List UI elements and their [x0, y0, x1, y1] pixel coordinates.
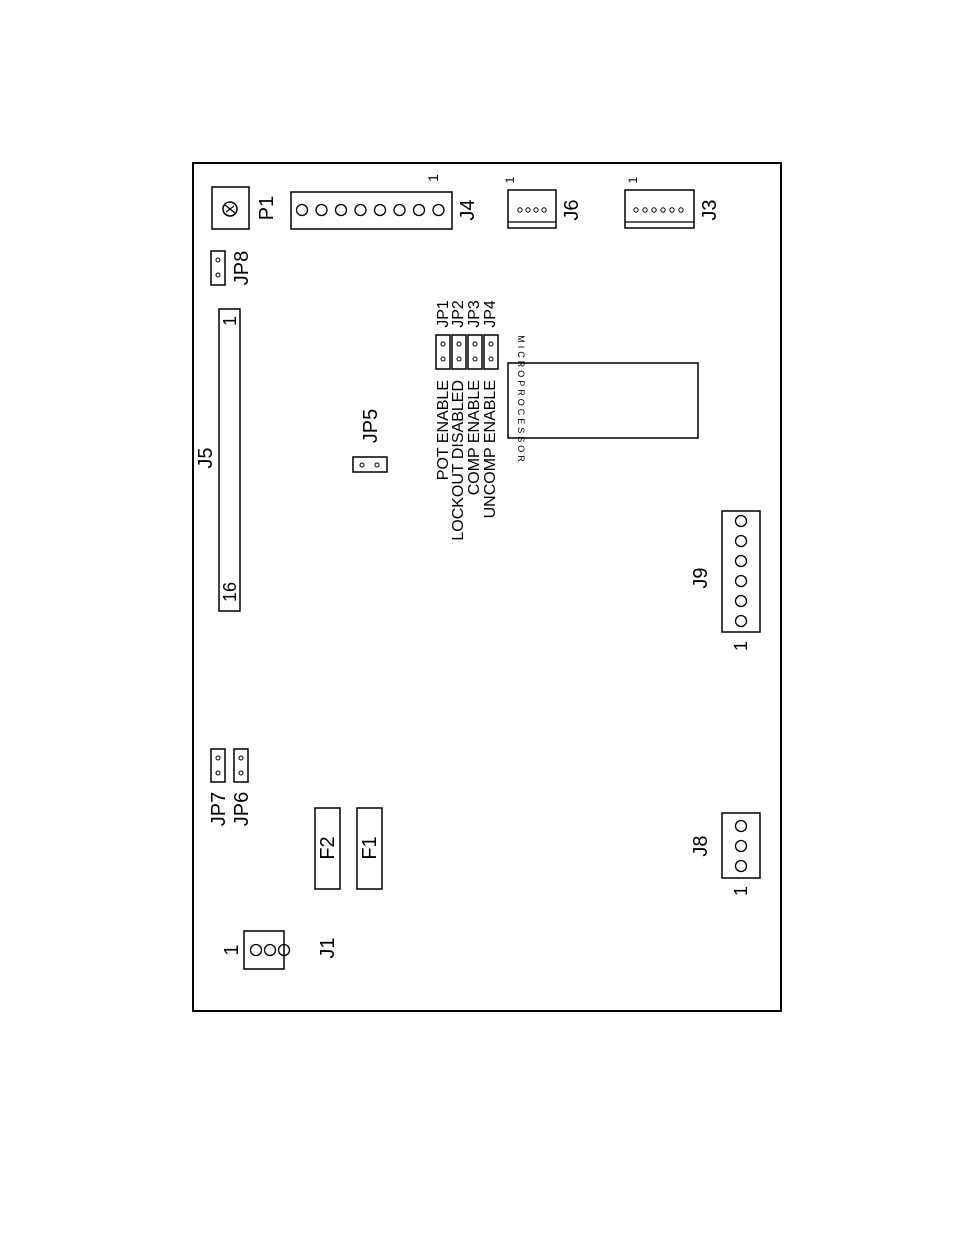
j1-pin — [251, 945, 262, 956]
jumper-pin — [457, 342, 461, 346]
jumper-1 — [436, 335, 450, 369]
j1-label: J1 — [317, 937, 339, 958]
j8-connector: J8 1 — [690, 813, 760, 896]
f2-label: F2 — [317, 836, 339, 859]
jumper-4 — [484, 335, 498, 369]
jp1-jp4-jumper-block: JP1 JP2 JP3 JP4 POT ENABLE LOCKOUT DISAB… — [435, 300, 499, 541]
j8-pin1-label: 1 — [731, 886, 751, 896]
j6-label: J6 — [561, 199, 583, 220]
j5-pin16-label: 16 — [220, 582, 240, 602]
j9-pin — [736, 536, 747, 547]
j8-pin — [736, 821, 747, 832]
j3-label: J3 — [699, 199, 721, 220]
jp3-label: JP3 — [466, 300, 483, 328]
j6-pin — [526, 208, 530, 212]
jp8-jumper: JP8 — [211, 251, 253, 285]
j4-pin — [433, 205, 444, 216]
f1-label: F1 — [359, 836, 381, 859]
j8-label: J8 — [690, 835, 712, 856]
lockout-disabled-label: LOCKOUT DISABLED — [450, 380, 467, 541]
j3-connector: 1 J3 — [625, 176, 721, 228]
jumper-pin — [473, 342, 477, 346]
j9-pin — [736, 516, 747, 527]
j4-pin — [355, 205, 366, 216]
j6-pin — [518, 208, 522, 212]
j3-pin1-label: 1 — [626, 176, 640, 183]
microprocessor-label: MICROPROCESSOR — [516, 335, 526, 465]
j4-pin — [336, 205, 347, 216]
jumper-pin — [457, 357, 461, 361]
j4-pin — [414, 205, 425, 216]
j4-pin — [316, 205, 327, 216]
j6-pin — [534, 208, 538, 212]
j6-pin — [542, 208, 546, 212]
f1-fuse: F1 — [357, 808, 382, 889]
jumper-pin — [489, 342, 493, 346]
j3-pin — [670, 208, 674, 212]
j3-pin — [634, 208, 638, 212]
j8-pin — [736, 861, 747, 872]
microprocessor-chip: MICROPROCESSOR — [508, 335, 698, 465]
j9-pin1-label: 1 — [731, 641, 751, 651]
jp7-label: JP7 — [208, 792, 230, 826]
uncomp-enable-label: UNCOMP ENABLE — [482, 380, 499, 518]
j5-pin1-label: 1 — [220, 316, 240, 326]
jp5-label: JP5 — [360, 409, 382, 443]
j4-pin1-label: 1 — [425, 174, 441, 182]
p1-potentiometer: P1 — [212, 187, 278, 229]
jp7-jumper: JP7 — [208, 749, 230, 826]
j9-connector: J9 1 — [690, 511, 760, 651]
f2-fuse: F2 — [315, 808, 340, 889]
j5-label: J5 — [195, 447, 217, 468]
comp-enable-label: COMP ENABLE — [466, 380, 483, 495]
j9-label: J9 — [690, 567, 712, 588]
j8-pin — [736, 841, 747, 852]
j9-pin — [736, 576, 747, 587]
jp5-jumper: JP5 — [353, 409, 387, 472]
p1-label: P1 — [256, 196, 278, 220]
j3-pin — [652, 208, 656, 212]
jp6-label: JP6 — [231, 792, 253, 826]
j3-pin — [679, 208, 683, 212]
j1-connector: 1 J1 — [221, 931, 339, 969]
j6-pin1-label: 1 — [503, 176, 517, 183]
j3-pin — [643, 208, 647, 212]
jumper-pin — [441, 357, 445, 361]
j4-connector: 1 J4 — [291, 174, 479, 229]
j6-connector: 1 J6 — [503, 176, 583, 228]
jp8-label: JP8 — [231, 251, 253, 285]
j1-pin1-label: 1 — [221, 944, 243, 955]
j4-pin — [375, 205, 386, 216]
jp2-label: JP2 — [450, 300, 467, 328]
jp6-jumper: JP6 — [231, 749, 253, 826]
j1-pin — [265, 945, 276, 956]
jp4-label: JP4 — [482, 300, 499, 328]
j9-pin — [736, 556, 747, 567]
j4-pin — [394, 205, 405, 216]
j9-pin — [736, 616, 747, 627]
jumper-3 — [468, 335, 482, 369]
j4-label: J4 — [457, 199, 479, 220]
j3-pin — [661, 208, 665, 212]
j9-pin — [736, 596, 747, 607]
j5-header: 1 16 J5 — [195, 309, 240, 611]
jumper-pin — [441, 342, 445, 346]
jumper-pin — [473, 357, 477, 361]
jumper-2 — [452, 335, 466, 369]
j4-pin — [297, 205, 308, 216]
jumper-pin — [489, 357, 493, 361]
